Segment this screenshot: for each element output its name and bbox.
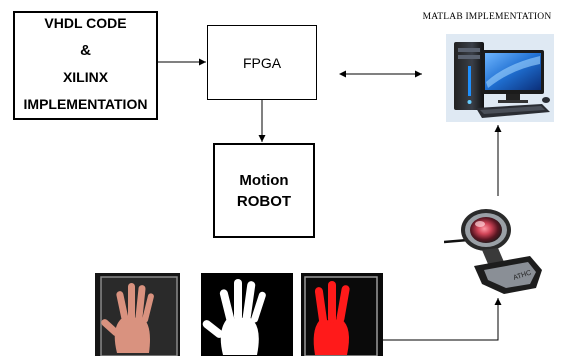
robot-label: ROBOT [236,192,292,210]
webcam-icon: ATHC [444,209,542,294]
ampersand-label: & [80,42,91,59]
vhdl-code-label: VHDL CODE [44,15,127,31]
hand-camera-frame [95,273,180,356]
implementation-label: IMPLEMENTATION [23,96,148,112]
arrow-frames-to-webcam [383,298,502,341]
desktop-computer-icon [446,34,554,122]
xilinx-label: XILINX [62,69,109,85]
fpga-label: FPGA [242,54,282,71]
vhdl-xilinx-box: VHDL CODE & XILINX IMPLEMENTATION [13,11,158,120]
hand-red-frame [301,273,383,356]
motion-label: Motion [239,171,289,189]
motion-robot-box: Motion ROBOT [213,143,315,238]
hand-binary-frame [201,273,293,356]
fpga-box: FPGA [207,25,317,100]
matlab-implementation-label: MATLAB IMPLEMENTATION [422,12,552,22]
